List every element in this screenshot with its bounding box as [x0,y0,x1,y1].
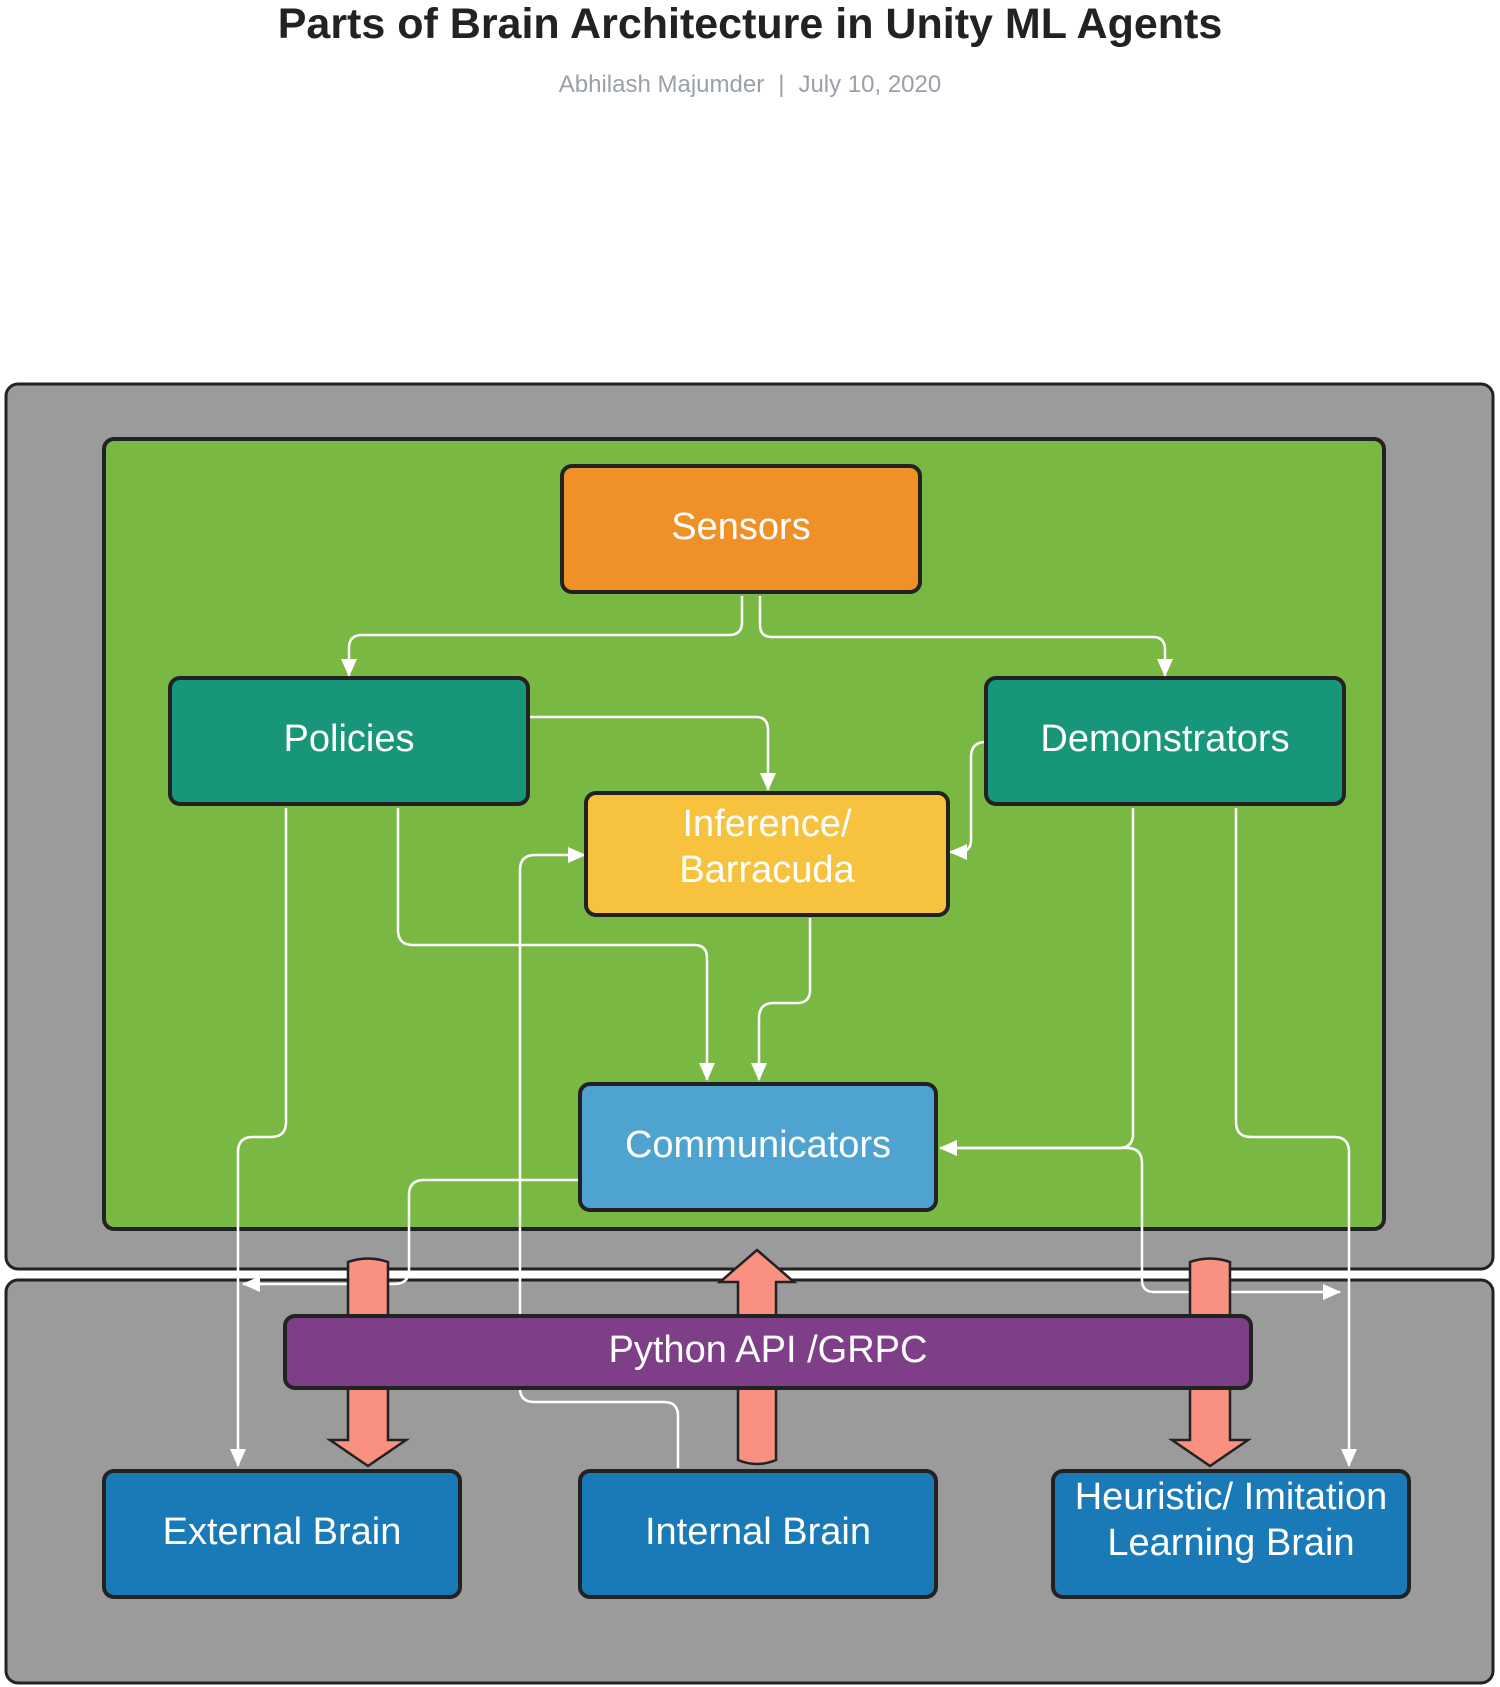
internal-brain-label: Internal Brain [645,1511,871,1553]
byline-separator: | [778,71,785,98]
communicators-label: Communicators [625,1124,891,1166]
connector-sensors-demonstrators [758,596,1173,677]
demonstrators-label: Demonstrators [1040,718,1289,760]
internal-brain-box [578,1469,938,1599]
connector-demonstrators-heuristic [1234,808,1357,1467]
post-date: July 10, 2020 [798,71,942,98]
connector-api-inference [518,847,586,1316]
connector-internal-api [518,1386,680,1468]
policies-box [168,676,530,806]
connector-sensors-policies [341,596,744,677]
external-brain-box [102,1469,462,1599]
policies-label: Policies [284,718,415,760]
inference-box [584,791,950,917]
connector-communicators-left [242,1178,580,1292]
heuristic-brain-label-line1: Heuristic/ Imitation [1075,1476,1388,1518]
demonstrators-box [984,676,1346,806]
connectors [230,596,1357,1468]
connector-policies-inference [528,715,776,791]
communicators-box [578,1082,938,1212]
byline: Abhilash Majumder | July 10, 2020 [0,70,1500,100]
external-brain-label: External Brain [163,1511,402,1553]
inference-label-line1: Inference/ [683,803,852,845]
sensors-box [560,464,922,594]
connector-policies-communicators [396,808,715,1081]
author-name: Abhilash Majumder [558,71,765,98]
connector-inference-communicators [751,918,812,1081]
connector-communicators-right [940,1146,1341,1300]
python-api-bar [283,1314,1253,1390]
page-title: Parts of Brain Architecture in Unity ML … [277,0,1223,48]
python-api-label: Python API /GRPC [609,1329,928,1371]
connector-policies-external [230,808,288,1467]
heuristic-brain-label-line2: Learning Brain [1107,1522,1354,1564]
heuristic-brain-box [1051,1469,1411,1599]
connector-demonstrators-inference [949,740,987,860]
inference-label-line2: Barracuda [679,849,855,891]
sensors-label: Sensors [671,506,810,548]
